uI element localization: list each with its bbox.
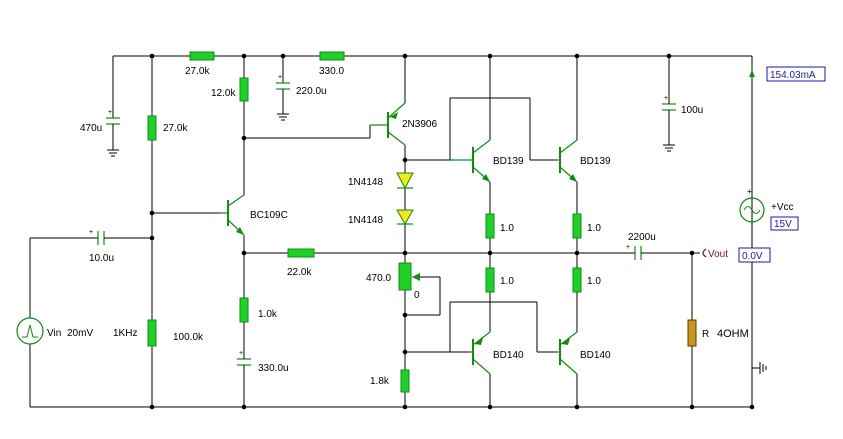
supply-voltage-readout: 15V (770, 216, 799, 231)
transistor-out-top-left-npn[interactable]: BD139 (450, 139, 524, 183)
transistor-label: 2N3906 (402, 119, 437, 130)
supply-voltage-value: 15V (774, 219, 792, 230)
ground-icon (759, 362, 767, 374)
capacitor-label: 100u (681, 105, 703, 116)
resistor-label: 470.0 (366, 273, 391, 284)
resistor-input-bias-bottom[interactable]: 100.0k (147, 319, 204, 347)
resistor-out-top-right[interactable]: 1.0 (572, 213, 601, 239)
capacitor-input[interactable]: + 10.0u (89, 229, 114, 264)
diode-1[interactable]: 1N4148 (348, 172, 414, 190)
resistor-label: 1.0 (587, 223, 601, 234)
transistor-label: BD139 (493, 156, 524, 167)
capacitor-label: 10.0u (89, 253, 114, 264)
resistor-label: 1.0k (258, 309, 278, 320)
current-readout: 154.03mA (766, 66, 826, 82)
capacitor-label: 330.0u (258, 363, 289, 374)
diode-label: 1N4148 (348, 215, 383, 226)
output-name-label: Vout (708, 249, 728, 260)
capacitor-label: 220.0u (296, 86, 327, 97)
resistor-out-bot-right[interactable]: 1.0 (572, 267, 601, 293)
resistor-label: 1.0 (587, 276, 601, 287)
svg-text:+: + (89, 229, 93, 236)
resistor-supply-series[interactable]: 27.0k (185, 51, 215, 77)
capacitor-filter[interactable]: + 220.0u (276, 74, 327, 121)
transistor-out-bot-left-pnp[interactable]: BD140 (470, 331, 524, 375)
resistor-label: 1.0 (500, 223, 514, 234)
output-voltage-readout: 0.0V (738, 247, 771, 263)
capacitor-emitter[interactable]: + 330.0u (237, 350, 289, 374)
resistor-label: 1.0 (500, 276, 514, 287)
resistor-feedback[interactable]: 22.0k (287, 248, 315, 278)
signal-source[interactable]: Vin 20mV 1KHz (16, 317, 137, 345)
resistor-bias-pot[interactable]: 470.0 0 (366, 262, 420, 301)
capacitor-label: 2200u (628, 232, 656, 243)
dc-supply-source[interactable]: + +Vcc (739, 56, 794, 223)
resistor-out-bot-left[interactable]: 1.0 (485, 267, 514, 293)
transistor-label: BD140 (580, 350, 611, 361)
capacitor-input-supply[interactable]: + 470u (80, 109, 120, 157)
resistor-input-bias-top[interactable]: 27.0k (147, 115, 188, 141)
resistor-label: 27.0k (185, 66, 210, 77)
transistor-label: BD139 (580, 156, 611, 167)
svg-text:+: + (239, 350, 243, 357)
diode-label: 1N4148 (348, 177, 383, 188)
output-probe[interactable]: Vout (702, 248, 728, 260)
capacitor-output[interactable]: + 2200u (626, 232, 656, 260)
transistor-driver-pnp[interactable]: 2N3906 (370, 102, 437, 146)
output-voltage-value: 0.0V (742, 251, 763, 262)
source-amplitude-label: 20mV (67, 328, 93, 339)
svg-text:+: + (664, 95, 668, 102)
transistor-label: BC109C (250, 210, 288, 221)
svg-text:+: + (108, 109, 112, 116)
load-name-label: R (702, 329, 709, 340)
transistor-input-npn[interactable]: BC109C (220, 194, 288, 236)
resistor-load[interactable]: R 4OHM (687, 319, 749, 347)
resistor-supply-filter[interactable]: 330.0 (319, 51, 345, 77)
resistor-bias-bottom[interactable]: 1.8k (370, 369, 410, 393)
capacitor-label: 470u (80, 123, 102, 134)
pot-wiper-label: 0 (414, 290, 420, 301)
source-frequency-label: 1KHz (113, 328, 137, 339)
resistor-out-top-left[interactable]: 1.0 (485, 213, 514, 239)
svg-text:+: + (278, 74, 282, 81)
junction-dots (149, 53, 755, 410)
transistor-out-top-right-npn[interactable]: BD139 (557, 139, 611, 183)
svg-text:+: + (747, 187, 752, 196)
load-value-label: 4OHM (717, 328, 749, 340)
resistor-label: 1.8k (370, 376, 390, 387)
capacitor-supply-right[interactable]: + 100u (662, 95, 703, 152)
svg-text:+: + (626, 244, 630, 251)
supply-name-label: +Vcc (771, 202, 794, 213)
source-name-label: Vin (47, 328, 61, 339)
current-readout-value: 154.03mA (770, 70, 816, 81)
resistor-label: 100.0k (173, 332, 204, 343)
resistor-label: 22.0k (287, 267, 312, 278)
resistor-collector[interactable]: 12.0k (211, 77, 249, 102)
transistor-out-bot-right-pnp[interactable]: BD140 (557, 331, 611, 375)
resistor-label: 27.0k (163, 123, 188, 134)
transistor-label: BD140 (493, 350, 524, 361)
resistor-label: 330.0 (319, 66, 344, 77)
resistor-label: 12.0k (211, 88, 236, 99)
diode-2[interactable]: 1N4148 (348, 209, 414, 226)
current-probe-arrow-icon (749, 70, 755, 77)
resistor-emitter[interactable]: 1.0k (239, 297, 278, 323)
